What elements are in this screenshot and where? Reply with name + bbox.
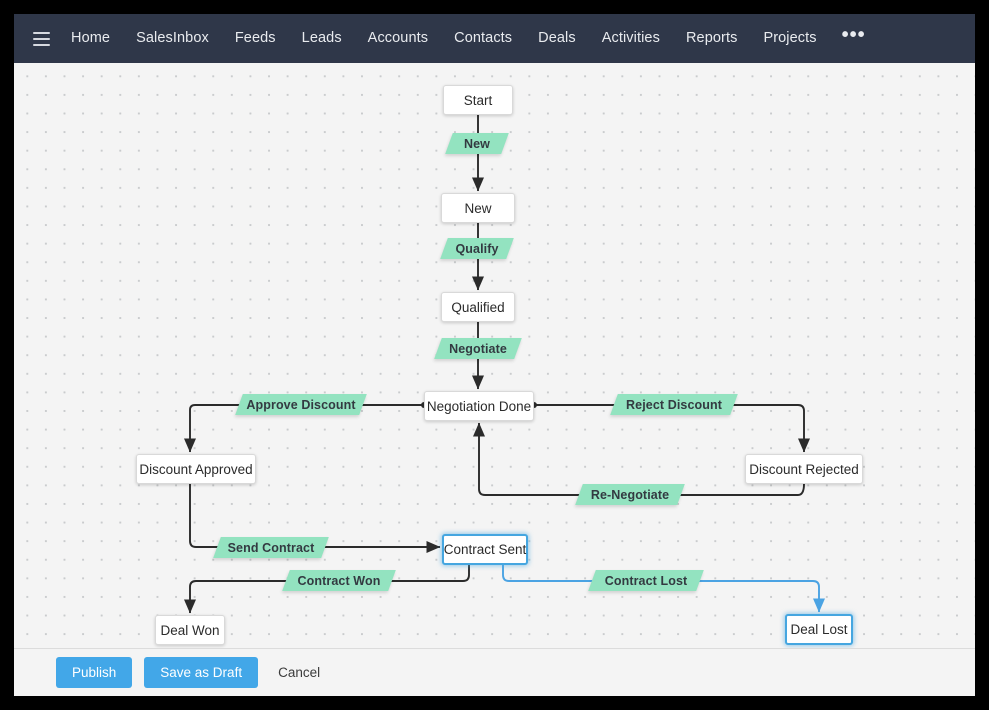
top-navigation-bar: Home SalesInbox Feeds Leads Accounts Con… [14,14,975,63]
nav-item-leads[interactable]: Leads [301,30,342,46]
nav-item-salesinbox[interactable]: SalesInbox [136,30,209,46]
transition-send-contract[interactable]: Send Contract [213,537,329,558]
publish-button[interactable]: Publish [56,657,133,688]
app-window: Home SalesInbox Feeds Leads Accounts Con… [14,14,975,696]
nav-item-accounts[interactable]: Accounts [367,30,429,46]
nav-item-contacts[interactable]: Contacts [454,30,513,46]
edge-approve-discount [183,404,424,453]
node-new[interactable]: New [441,193,515,223]
hamburger-line [32,43,50,46]
edge-re-negotiate [472,422,805,496]
transition-negotiate[interactable]: Negotiate [434,338,522,359]
edge-reject-discount [534,404,811,453]
nav-item-home[interactable]: Home [71,30,111,46]
hamburger-line [32,31,50,34]
node-deal-won[interactable]: Deal Won [155,615,225,645]
save-as-draft-button[interactable]: Save as Draft [144,657,259,688]
node-discount-rejected[interactable]: Discount Rejected [745,454,863,484]
nav-item-activities[interactable]: Activities [601,30,660,46]
nav-more-icon[interactable]: ••• [841,24,866,46]
node-start[interactable]: Start [443,85,513,115]
nav-item-feeds[interactable]: Feeds [234,30,276,46]
transition-qualify[interactable]: Qualify [440,238,514,259]
blueprint-canvas[interactable]: Start New Qualified Negotiation Done Dis… [14,63,975,648]
hamburger-menu-icon[interactable] [24,24,58,54]
transition-reject-discount[interactable]: Reject Discount [610,394,738,415]
transition-new[interactable]: New [445,133,509,154]
action-bar: Publish Save as Draft Cancel [14,648,975,696]
nav-item-reports[interactable]: Reports [685,30,738,46]
node-negotiation-done[interactable]: Negotiation Done [424,391,534,421]
node-deal-lost[interactable]: Deal Lost [785,614,853,645]
node-qualified[interactable]: Qualified [441,292,515,322]
node-contract-sent[interactable]: Contract Sent [442,534,528,565]
edge-send-contract [189,484,441,554]
transition-contract-won[interactable]: Contract Won [282,570,396,591]
nav-item-deals[interactable]: Deals [538,30,576,46]
nav-item-projects[interactable]: Projects [763,30,817,46]
node-discount-approved[interactable]: Discount Approved [136,454,256,484]
transition-approve-discount[interactable]: Approve Discount [235,394,367,415]
cancel-button[interactable]: Cancel [270,657,328,688]
transition-re-negotiate[interactable]: Re-Negotiate [575,484,685,505]
hamburger-line [32,37,50,40]
transition-contract-lost[interactable]: Contract Lost [588,570,704,591]
